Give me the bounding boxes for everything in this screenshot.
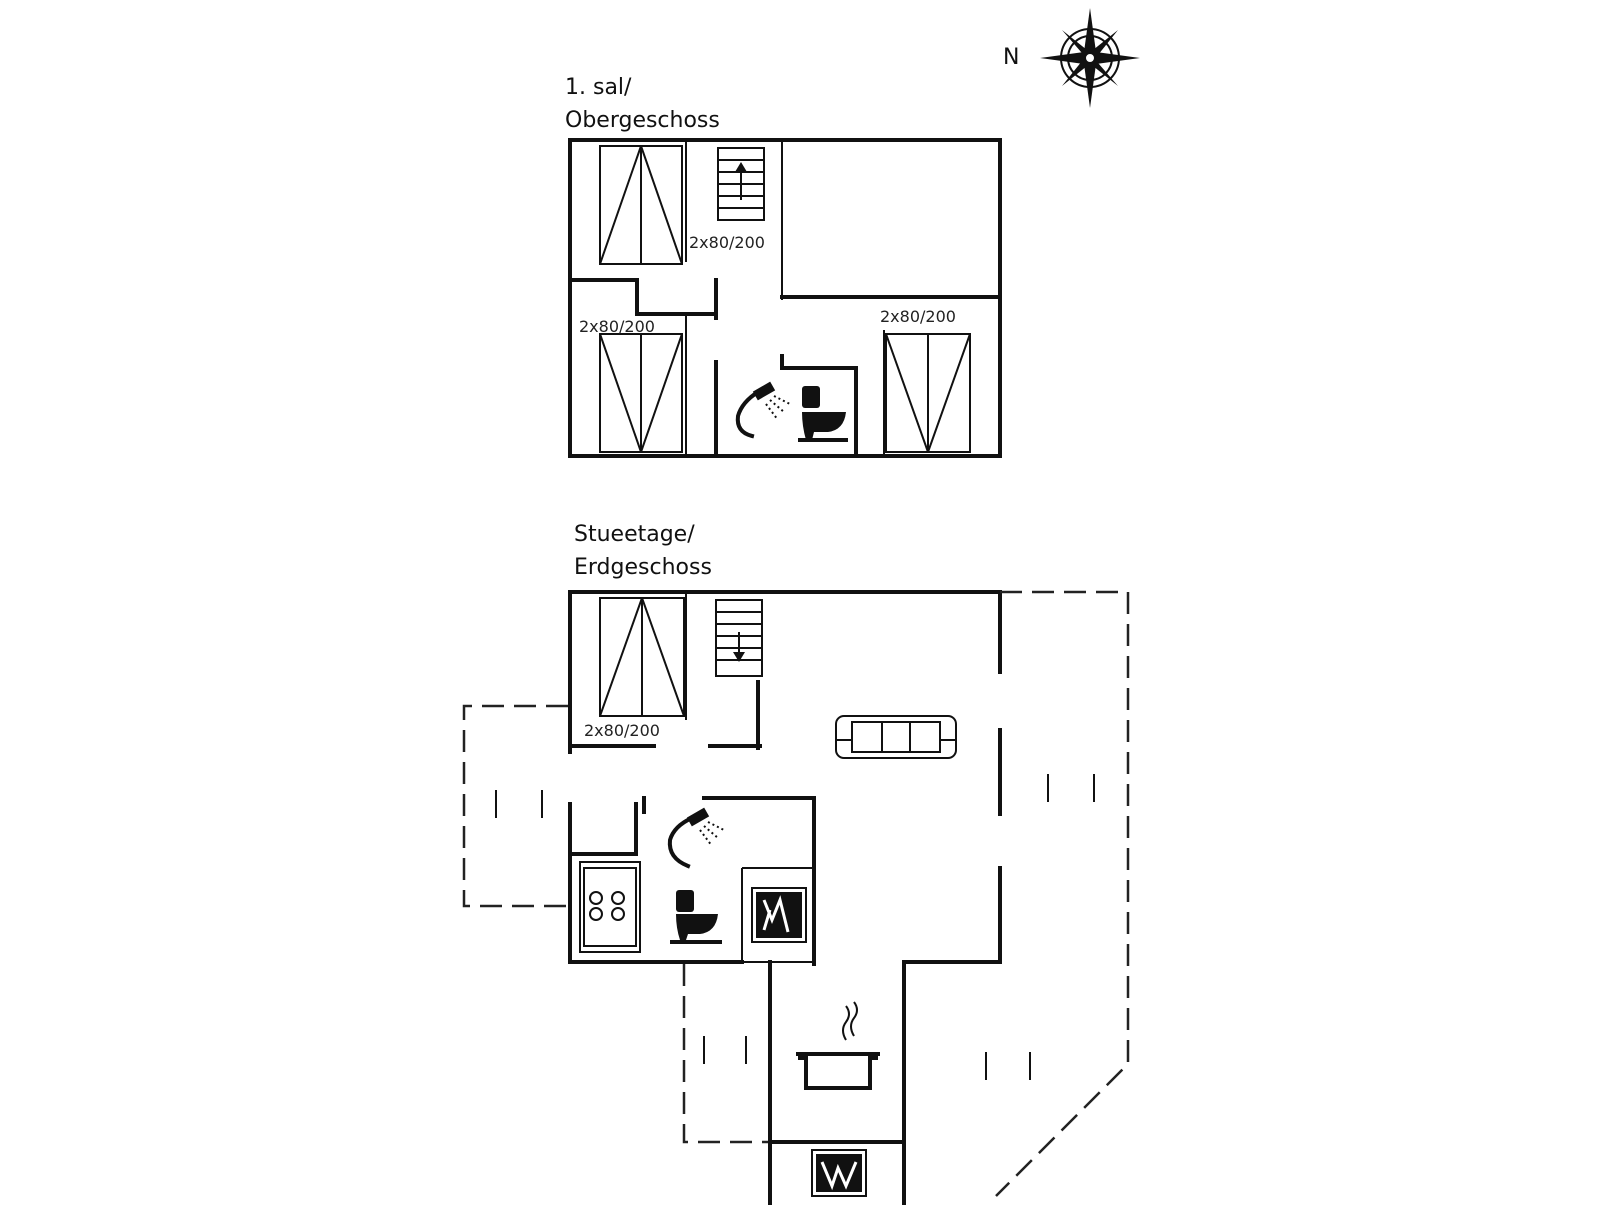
sofa-icon xyxy=(835,715,957,759)
bed-size-label: 2x80/200 xyxy=(584,721,660,740)
upper-floor-walls xyxy=(568,138,1002,458)
ground-floor-title-line1: Stueetage/ xyxy=(574,522,695,547)
ground-floor-title-line2: Erdgeschoss xyxy=(574,555,712,580)
cooking-pot-icon xyxy=(796,1001,880,1090)
bed-size-label: 2x80/200 xyxy=(579,317,655,336)
bed-icon xyxy=(599,145,683,265)
terrace-outline xyxy=(462,590,1130,1197)
bed-size-label: 2x80/200 xyxy=(880,307,956,326)
bed-size-label: 2x80/200 xyxy=(689,233,765,252)
upper-floor-title-line2: Obergeschoss xyxy=(565,108,720,133)
washing-machine-icon xyxy=(751,887,807,943)
compass-north-label: N xyxy=(1003,45,1019,70)
bed-icon xyxy=(599,333,683,453)
compass-rose-icon xyxy=(1040,8,1140,108)
upper-floor-title-line1: 1. sal/ xyxy=(565,75,632,100)
staircase-up-icon xyxy=(717,147,765,221)
ground-floor-walls xyxy=(568,590,1002,1205)
bed-icon xyxy=(599,597,685,717)
staircase-down-icon xyxy=(715,599,763,677)
shower-icon xyxy=(667,807,725,869)
toilet-icon xyxy=(798,386,848,442)
stove-icon xyxy=(579,861,641,953)
toilet-icon xyxy=(670,890,722,944)
fireplace-icon xyxy=(811,1149,867,1197)
bed-icon xyxy=(885,333,971,453)
shower-icon xyxy=(735,381,791,439)
